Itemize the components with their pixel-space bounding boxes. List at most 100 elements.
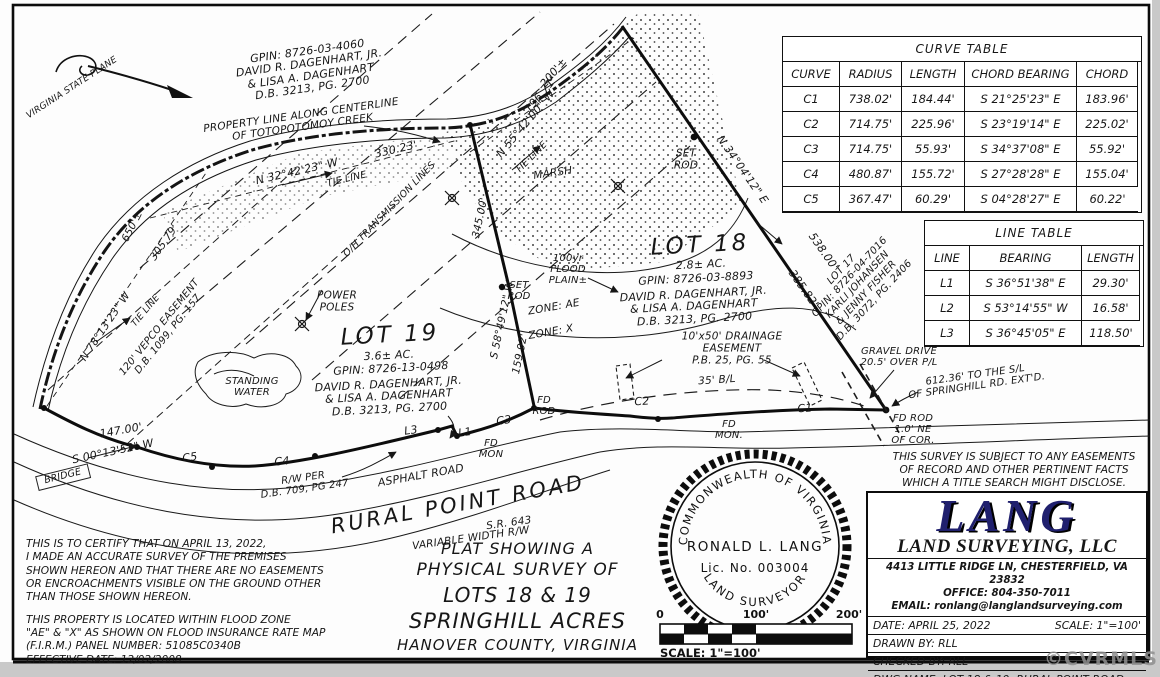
table-header-cell: RADIUS: [840, 62, 902, 87]
firm-email: EMAIL: ronlang@langlandsurveying.com: [891, 601, 1123, 613]
map-label: DAVID R. DAGENHART, JR. & LISA A. DAGENH…: [619, 283, 768, 329]
certification-note: THIS IS TO CERTIFY THAT ON APRIL 13, 202…: [26, 538, 366, 667]
map-label: C5: [181, 449, 199, 465]
dwg-name: DWG NAME: LOT 18 & 19, RURAL POINT ROAD: [873, 673, 1124, 677]
text-line: LOTS 18 & 19: [443, 582, 592, 607]
map-label: FD ROD: [532, 394, 556, 417]
firm-drawn-row: DRAWN BY: RLL: [868, 633, 1146, 652]
text-line: HANOVER COUNTY, VIRGINIA: [397, 635, 638, 654]
firm-dwg-row: DWG NAME: LOT 18 & 19, RURAL POINT ROAD: [868, 669, 1146, 677]
map-label: C2: [633, 394, 650, 409]
table-cell: L3: [925, 321, 970, 346]
map-label: C4: [273, 454, 291, 469]
table-cell: S 04°28'27" E: [965, 187, 1077, 212]
table-cell: S 27°28'28" E: [965, 162, 1077, 187]
table-cell: 714.75': [840, 112, 902, 137]
table-cell: 16.58': [1082, 296, 1140, 321]
map-label: 10'x50' DRAINAGE EASEMENT P.B. 25, PG. 5…: [681, 330, 783, 366]
text-line: EFFECTIVE DATE: 12/02/2008: [26, 653, 182, 666]
map-label: FD ROD 1.0' NE OF COR.: [891, 413, 935, 447]
table-cell: 118.50': [1082, 321, 1140, 346]
table-header-cell: BEARING: [970, 246, 1082, 271]
map-label: SET ROD: [507, 279, 531, 302]
table-cell: 55.93': [902, 137, 965, 162]
firm-logo: LANG: [936, 490, 1078, 541]
firm-name: LAND SURVEYING, LLC: [897, 535, 1117, 557]
table-cell: S 21°25'23" E: [965, 87, 1077, 112]
firm-title-block: LANG LAND SURVEYING, LLC 4413 LITTLE RID…: [866, 490, 1148, 677]
table-header-cell: CHORD: [1077, 62, 1138, 87]
text-line: THAN THOSE SHOWN HEREON.: [26, 591, 192, 604]
table-cell: C4: [783, 162, 840, 187]
map-label: POWER POLES: [317, 289, 357, 313]
table-cell: 55.92': [1077, 137, 1138, 162]
table-cell: 714.75': [840, 137, 902, 162]
mls-watermark: ©CVRMLS: [1044, 648, 1158, 670]
table-cell: S 34°37'08" E: [965, 137, 1077, 162]
map-label: STANDING WATER: [225, 375, 279, 398]
table-cell: C1: [783, 87, 840, 112]
firm-office-phone: OFFICE: 804-350-7011: [943, 588, 1071, 600]
text-line: THIS PROPERTY IS LOCATED WITHIN FLOOD ZO…: [26, 613, 291, 626]
table-cell: 155.72': [902, 162, 965, 187]
table-cell: 225.96': [902, 112, 965, 137]
map-label: FD MON: [478, 437, 504, 460]
text-line: WHICH A TITLE SEARCH MIGHT DISCLOSE.: [901, 477, 1127, 490]
table-cell: 367.47': [840, 187, 902, 212]
map-label: GRAVEL DRIVE 20.5' OVER P/L: [860, 345, 938, 368]
table-header-cell: CURVE: [783, 62, 840, 87]
table-header-cell: LENGTH: [1082, 246, 1140, 271]
firm-contact: 4413 LITTLE RIDGE LN, CHESTERFIELD, VA 2…: [868, 557, 1146, 616]
table-cell: 29.30': [1082, 271, 1140, 296]
map-label: 100yr FLOOD PLAIN±: [548, 253, 588, 287]
table-cell: S 36°51'38" E: [970, 271, 1082, 296]
map-label: C1: [796, 401, 813, 416]
table-cell: 480.87': [840, 162, 902, 187]
line-table-title: LINE TABLE: [925, 221, 1143, 246]
map-label: FD MON.: [715, 418, 743, 441]
text-line: PHYSICAL SURVEY OF: [416, 560, 619, 581]
map-label: SET ROD: [673, 147, 699, 171]
text-line: "AE" & "X" AS SHOWN ON FLOOD INSURANCE R…: [26, 627, 326, 640]
table-cell: S 36°45'05" E: [970, 321, 1082, 346]
firm-address: 4413 LITTLE RIDGE LN, CHESTERFIELD, VA 2…: [886, 561, 1128, 586]
certification-paragraph-1: THIS IS TO CERTIFY THAT ON APRIL 13, 202…: [26, 538, 366, 605]
table-cell: S 23°19'14" E: [965, 112, 1077, 137]
text-line: PLAT SHOWING A: [441, 539, 594, 558]
table-cell: L2: [925, 296, 970, 321]
map-label: LOT 18: [649, 229, 750, 261]
table-cell: 225.02': [1077, 112, 1138, 137]
plat-date: DATE: APRIL 25, 2022: [873, 618, 991, 632]
table-cell: 738.02': [840, 87, 902, 112]
map-label: L1: [457, 424, 473, 440]
checked-by: CHECKED BY: RLL: [873, 654, 969, 668]
text-line: SHOWN HEREON AND THAT THERE ARE NO EASEM…: [26, 564, 324, 577]
text-line: THIS SURVEY IS SUBJECT TO ANY EASEMENTS: [892, 451, 1136, 463]
text-line: OF RECORD AND OTHER PERTINENT FACTS: [899, 464, 1129, 477]
firm-date-scale-row: DATE: APRIL 25, 2022 SCALE: 1"=100': [868, 615, 1146, 634]
table-cell: 155.04': [1077, 162, 1138, 187]
text-line: (F.I.R.M.) PANEL NUMBER: 51085C0340B: [26, 640, 241, 653]
flood-zone-paragraph: THIS PROPERTY IS LOCATED WITHIN FLOOD ZO…: [26, 614, 366, 667]
table-cell: 60.29': [902, 187, 965, 212]
map-label: C3: [495, 412, 513, 428]
table-cell: 183.96': [1077, 87, 1138, 112]
table-cell: C2: [783, 112, 840, 137]
drawn-by: DRAWN BY: RLL: [873, 636, 958, 650]
map-label: DAVID R. DAGENHART, JR. & LISA A. DAGENH…: [314, 373, 463, 419]
text-line: OR ENCROACHMENTS VISIBLE ON THE GROUND O…: [26, 578, 322, 591]
table-header-cell: LINE: [925, 246, 970, 271]
table-cell: S 53°14'55" W: [970, 296, 1082, 321]
text-line: THIS IS TO CERTIFY THAT ON APRIL 13, 202…: [26, 538, 267, 550]
table-header-cell: LENGTH: [902, 62, 965, 87]
table-cell: 60.22': [1077, 187, 1138, 212]
table-cell: C3: [783, 137, 840, 162]
table-cell: 184.44': [902, 87, 965, 112]
